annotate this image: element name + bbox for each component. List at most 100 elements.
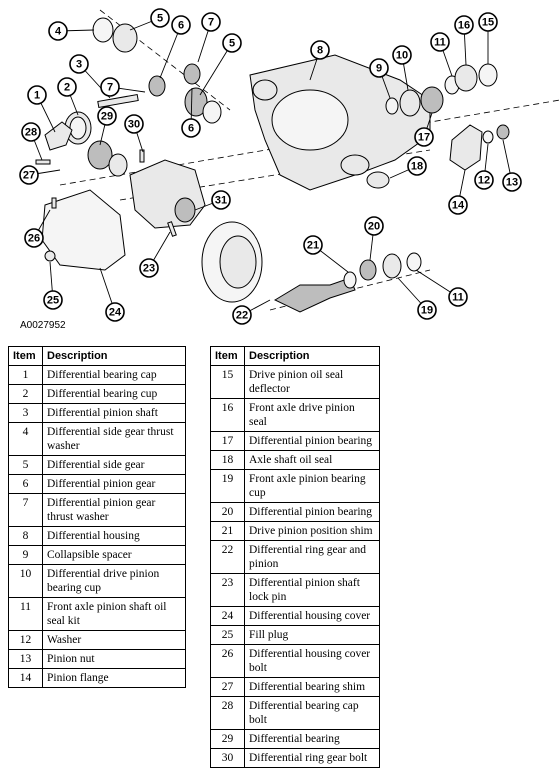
case-hub-shape xyxy=(174,197,196,223)
callout-number: 17 xyxy=(418,132,430,144)
item-description: Differential housing xyxy=(42,526,186,546)
callout-circle xyxy=(19,165,39,185)
item-description: Differential pinion bearing xyxy=(244,431,380,451)
item-number: 3 xyxy=(8,403,43,423)
callout-11: 11 xyxy=(430,32,450,52)
pinion-seal-shape xyxy=(454,64,478,92)
callout-circle xyxy=(171,15,191,35)
housing-axle-tube-shape xyxy=(340,154,370,176)
callout-circle xyxy=(69,54,89,74)
item-number: 9 xyxy=(8,545,43,565)
callout-8: 8 xyxy=(310,40,330,60)
callout-19: 19 xyxy=(417,300,437,320)
item-number: 12 xyxy=(8,630,43,650)
item-number: 15 xyxy=(210,365,245,399)
callout-circle xyxy=(448,287,468,307)
callout-number: 2 xyxy=(64,82,70,94)
callout-circle xyxy=(232,305,252,325)
item-description: Differential housing cover xyxy=(244,606,380,626)
callout-30: 30 xyxy=(124,114,144,134)
item-description: Differential bearing xyxy=(244,729,380,749)
callout-circle xyxy=(430,32,450,52)
item-number: 25 xyxy=(210,625,245,645)
assembly-axis xyxy=(99,9,231,111)
callout-circle xyxy=(417,300,437,320)
callout-circle xyxy=(27,85,47,105)
callout-number: 13 xyxy=(506,177,518,189)
callout-number: 28 xyxy=(25,127,37,139)
callout-number: 10 xyxy=(396,50,408,62)
callout-circle xyxy=(48,21,68,41)
callout-circle xyxy=(478,12,498,32)
description-column-header: Description xyxy=(42,346,186,366)
item-number: 27 xyxy=(210,677,245,697)
item-number: 18 xyxy=(210,450,245,470)
item-number: 26 xyxy=(210,644,245,678)
item-description: Differential pinion gear xyxy=(42,474,186,494)
bearing-shape xyxy=(87,140,113,170)
cap-bolt-shape xyxy=(35,159,51,165)
item-description: Differential drive pinion bearing cup xyxy=(42,564,186,598)
bearing-shim-shape xyxy=(108,153,128,177)
table-header-row: Item Description xyxy=(210,346,380,366)
pinion-shaft-shape xyxy=(97,93,139,109)
washer-shape xyxy=(482,130,494,144)
item-number: 2 xyxy=(8,384,43,404)
callout-number: 30 xyxy=(128,119,140,131)
callout-circle xyxy=(364,216,384,236)
item-description: Differential side gear xyxy=(42,455,186,475)
item-number: 22 xyxy=(210,540,245,574)
pinion-flange-shape xyxy=(449,124,483,171)
item-description: Differential pinion shaft xyxy=(42,403,186,423)
callout-23: 23 xyxy=(139,258,159,278)
callout-7: 7 xyxy=(201,12,221,32)
item-number: 19 xyxy=(210,469,245,503)
item-number: 1 xyxy=(8,365,43,385)
callout-circle xyxy=(105,302,125,322)
thrust-washer-shape xyxy=(202,100,222,124)
callout-circle xyxy=(303,235,323,255)
callout-number: 6 xyxy=(178,20,184,32)
item-description: Axle shaft oil seal xyxy=(244,450,380,470)
callout-number: 5 xyxy=(157,13,163,25)
item-description: Differential housing cover bolt xyxy=(244,644,380,678)
callout-number: 15 xyxy=(482,17,494,29)
housing-cover-shape xyxy=(41,189,126,271)
callout-number: 26 xyxy=(28,233,40,245)
item-number: 21 xyxy=(210,521,245,541)
callout-22: 22 xyxy=(232,305,252,325)
callout-circle xyxy=(222,33,242,53)
item-column-header: Item xyxy=(8,346,43,366)
callout-13: 13 xyxy=(502,172,522,192)
callout-circle xyxy=(181,118,201,138)
callout-31: 31 xyxy=(211,190,231,210)
callout-circle xyxy=(100,77,120,97)
description-column-header: Description xyxy=(244,346,380,366)
callout-number: 6 xyxy=(188,123,194,135)
item-description: Fill plug xyxy=(244,625,380,645)
item-number: 16 xyxy=(210,398,245,432)
callout-circle xyxy=(211,190,231,210)
callout-24: 24 xyxy=(105,302,125,322)
callout-number: 21 xyxy=(307,240,319,252)
position-shim-shape xyxy=(343,271,357,289)
callout-number: 14 xyxy=(452,200,465,212)
item-number: 29 xyxy=(210,729,245,749)
thrust-washer-shape xyxy=(92,17,114,43)
callout-circle xyxy=(43,290,63,310)
callout-29: 29 xyxy=(97,106,117,126)
item-number: 24 xyxy=(210,606,245,626)
callout-circle xyxy=(369,58,389,78)
